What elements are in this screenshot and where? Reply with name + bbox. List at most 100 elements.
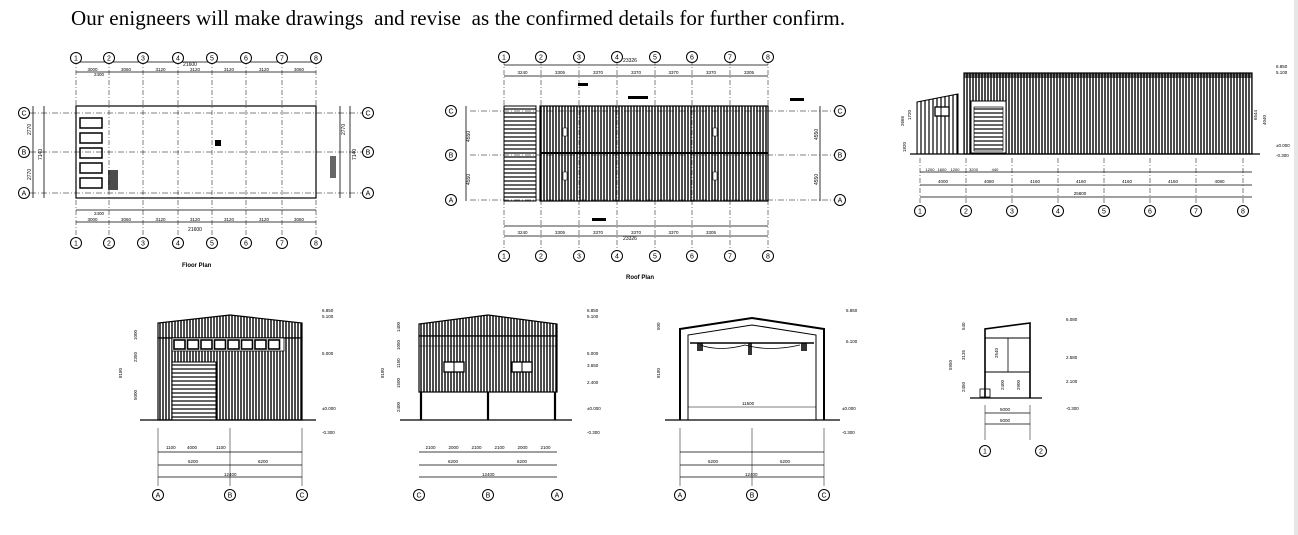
se-grid-6: 6 (1144, 205, 1156, 217)
floor-plan-door-dim: 2400 (94, 72, 105, 77)
ee1-level-3: 5.000 (322, 351, 334, 356)
window (200, 339, 213, 350)
fp-bottom-dim-1: 3000 (87, 217, 98, 222)
fp-grid-top-1-label: 1 (74, 56, 78, 63)
rp-grid-bottom-7: 7 (724, 250, 736, 262)
roof-plan-label: Roof Plan (626, 275, 654, 281)
ee2-left-dim-4: 1150 (396, 358, 401, 368)
window (173, 339, 186, 350)
floor-plan-door-dim-bottom: 2400 (94, 211, 105, 216)
rp-grid-right-B-label: B (838, 153, 843, 160)
lean-to-left-dim-4: 540 (961, 322, 966, 330)
floor-plan-overall-bottom: 21600 (188, 227, 202, 233)
fp-grid-bottom-1: 1 (70, 237, 82, 249)
side-elevation-left-dim-3: 1820 (902, 141, 907, 152)
fp-grid-top-6-label: 6 (244, 56, 248, 63)
side-elevation-right-dim-1: 6544 (1253, 109, 1258, 120)
fp-grid-right-A: A (362, 187, 374, 199)
fp-grid-bottom-2: 2 (103, 237, 115, 249)
window (186, 339, 200, 350)
roof-plan-overall-bottom: 23326 (623, 236, 637, 242)
se-grid-2-label: 2 (964, 209, 968, 216)
fp-grid-right-C-label: C (365, 111, 370, 118)
fp-top-dim-5: 3120 (224, 67, 235, 72)
rp-grid-right-A: A (834, 194, 846, 206)
window (254, 339, 267, 350)
section-span: 11500 (742, 401, 755, 406)
lean-to-level-3: 2.100 (1066, 379, 1078, 384)
fp-grid-bottom-3: 3 (137, 237, 149, 249)
ee1-dim-2: 4000 (187, 445, 198, 450)
fp-grid-left-A: A (18, 187, 30, 199)
fp-grid-top-7: 7 (276, 52, 288, 64)
fp-grid-top-8-label: 8 (314, 56, 318, 63)
se-dim-5: 4160 (1122, 179, 1133, 184)
rp-grid-left-A: A (445, 194, 457, 206)
se-dim-7: 4080 (1214, 179, 1225, 184)
rp-grid-top-2: 2 (535, 51, 547, 63)
section-grid-A-label: A (678, 493, 683, 500)
fp-grid-bottom-4-label: 4 (176, 241, 180, 248)
se-grid-7-label: 7 (1194, 209, 1198, 216)
rp-grid-bottom-3-label: 3 (577, 254, 581, 261)
se-dim-6: 4160 (1168, 179, 1179, 184)
fp-grid-bottom-5-label: 5 (210, 241, 214, 248)
section-left-dim-2: 500 (656, 322, 661, 330)
fp-grid-bottom-7-label: 7 (280, 241, 284, 248)
page-headline: Our enigneers will make drawings and rev… (71, 6, 846, 30)
ee2-dim-3: 2100 (471, 445, 482, 450)
roof-plan-lean-to (503, 105, 537, 202)
ee1-grid-C-label: C (299, 493, 304, 500)
end-elevation-2-wall (418, 335, 558, 393)
rp-grid-bottom-4-label: 4 (615, 254, 619, 261)
rp-grid-bottom-3: 3 (573, 250, 585, 262)
rp-grid-top-8-label: 8 (766, 55, 770, 62)
ee2-left-dim-2: 2400 (396, 401, 401, 412)
rp-bottom-dim-6: 3305 (706, 230, 717, 235)
se-dim-4: 4160 (1076, 179, 1087, 184)
rp-top-dim-3: 3370 (593, 70, 604, 75)
side-elevation-level-3: ±0.000 (1276, 143, 1290, 148)
rp-bottom-dim-2: 3305 (555, 230, 566, 235)
lean-to-inner-dim-1: 2540 (994, 347, 999, 358)
rp-bottom-dim-1: 3240 (517, 230, 528, 235)
roof-plan-right-dim-1: 4550 (814, 129, 820, 140)
fp-grid-left-B: B (18, 146, 30, 158)
ee1-left-dim-1: 8180 (118, 367, 123, 378)
rp-grid-bottom-8: 8 (762, 250, 774, 262)
ee1-level-5: -0.300 (322, 430, 335, 435)
fp-grid-right-B-label: B (366, 150, 371, 157)
fp-bottom-dim-2: 3060 (121, 217, 132, 222)
ee1-overall: 12400 (224, 472, 237, 477)
fp-grid-top-5: 5 (206, 52, 218, 64)
fp-grid-bottom-7: 7 (276, 237, 288, 249)
end-elevation-1-door (171, 361, 217, 421)
se-sub-dim-1: 1200 (926, 167, 936, 172)
lean-to-section: 5000 5000 5950 3135 2450 540 2540 2400 2… (948, 317, 1079, 457)
ee2-grid-A-label: A (555, 493, 560, 500)
se-grid-7: 7 (1190, 205, 1202, 217)
rp-grid-top-4: 4 (611, 51, 623, 63)
fp-top-dim-4: 3120 (190, 67, 201, 72)
se-grid-4: 4 (1052, 205, 1064, 217)
scrollbar-track[interactable] (1294, 0, 1298, 535)
side-elevation-right-dim-2: 4040 (1262, 114, 1267, 125)
ee1-grid-A: A (152, 489, 164, 501)
se-grid-8-label: 8 (1241, 209, 1245, 216)
rp-grid-bottom-5-label: 5 (653, 254, 657, 261)
section-half-2: 6200 (780, 459, 791, 464)
fp-grid-top-1: 1 (70, 52, 82, 64)
ee1-grid-C: C (296, 489, 308, 501)
fp-grid-bottom-6-label: 6 (244, 241, 248, 248)
rp-grid-top-4-label: 4 (615, 55, 619, 62)
rp-grid-bottom-5: 5 (649, 250, 661, 262)
fp-grid-top-3-label: 3 (141, 56, 145, 63)
se-sub-dim-2: 1600 (938, 167, 948, 172)
side-elevation-left-dim-2: 1720 (907, 109, 912, 120)
rp-grid-top-5: 5 (649, 51, 661, 63)
ee1-grid-B-label: B (228, 493, 233, 500)
rp-top-dim-5: 3370 (668, 70, 679, 75)
ee1-grid-B: B (224, 489, 236, 501)
